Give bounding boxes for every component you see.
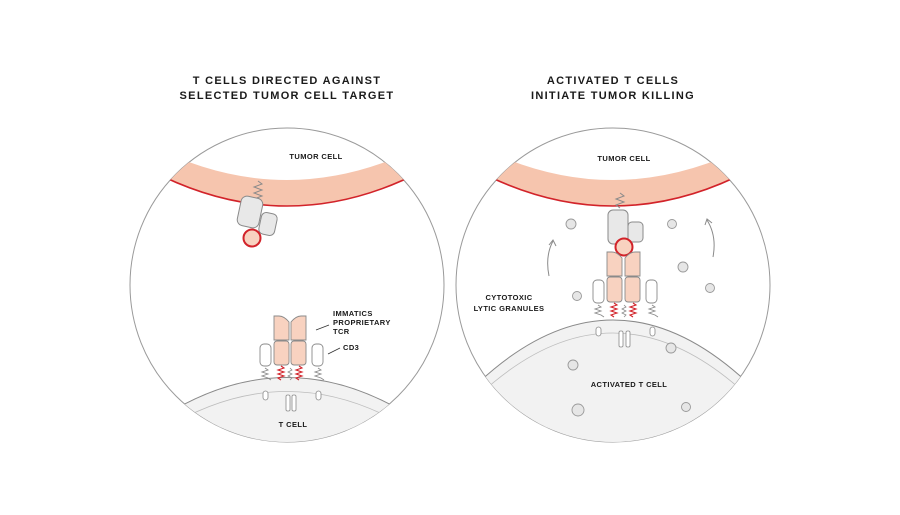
- right-mhc-light-chain: [627, 221, 644, 243]
- left-tcr-beta-top: [290, 315, 307, 341]
- left-panel: T CELLS DIRECTED AGAINST SELECTED TUMOR …: [129, 75, 445, 443]
- granule: [571, 403, 585, 417]
- granules-label-line2: LYTIC GRANULES: [474, 304, 545, 313]
- right-panel: ACTIVATED T CELLS INITIATE TUMOR KILLING…: [455, 75, 771, 443]
- left-tcell-membrane-edge: [149, 377, 425, 426]
- left-mhc-heavy-chain: [236, 195, 264, 229]
- granule: [677, 261, 689, 273]
- motion-arrows: [547, 218, 715, 277]
- right-tumor-membrane-edge: [475, 169, 751, 207]
- right-tcell-label: ACTIVATED T CELL: [591, 380, 668, 389]
- left-tcr-alpha-top: [273, 315, 290, 341]
- granule: [572, 291, 582, 301]
- granule: [681, 402, 691, 412]
- right-tumor-cell-label: TUMOR CELL: [597, 154, 650, 163]
- left-tcr-label-line2: PROPRIETARY: [333, 318, 391, 327]
- granule: [705, 283, 715, 293]
- left-tcr-label-line3: TCR: [333, 327, 350, 336]
- granule: [667, 219, 677, 229]
- left-cd3-label: CD3: [343, 343, 359, 352]
- right-title-line2: INITIATE TUMOR KILLING: [531, 90, 695, 102]
- granules-label-line1: CYTOTOXIC: [485, 293, 532, 302]
- left-mhc-complex: [236, 180, 278, 248]
- right-tcell-membrane-edge: [475, 319, 751, 386]
- left-tcr-beta-bottom: [290, 340, 307, 366]
- right-title-line1: ACTIVATED T CELLS: [547, 75, 679, 87]
- left-tumor-cell-label: TUMOR CELL: [289, 152, 342, 161]
- granule: [665, 342, 677, 354]
- granule: [567, 359, 579, 371]
- right-engaged-complex: [592, 192, 659, 348]
- left-tcr-alpha-bottom: [273, 340, 290, 366]
- right-tcell-body: [476, 320, 750, 442]
- right-cd3-left: [592, 279, 605, 304]
- granule: [565, 218, 577, 230]
- left-title-line2: SELECTED TUMOR CELL TARGET: [180, 90, 395, 102]
- right-peptide-target: [614, 237, 634, 257]
- arrow-up-right-icon: [706, 219, 715, 258]
- left-cd3-left: [259, 343, 272, 367]
- arrow-up-left-icon: [547, 240, 554, 277]
- left-mhc-light-chain: [258, 212, 278, 236]
- right-tumor-membrane: [476, 145, 750, 206]
- left-tumor-membrane-edge: [149, 169, 425, 207]
- left-title-line1: T CELLS DIRECTED AGAINST: [193, 75, 381, 87]
- right-cd3-right: [645, 279, 658, 304]
- left-tumor-membrane: [150, 145, 424, 206]
- cytotoxic-granules: [565, 218, 715, 417]
- left-tcr-complex: [259, 315, 341, 412]
- left-peptide-target: [242, 228, 262, 248]
- left-tcell-label: T CELL: [279, 420, 308, 429]
- left-tcr-label-line1: IMMATICS: [333, 309, 373, 318]
- left-cd3-right: [311, 343, 324, 367]
